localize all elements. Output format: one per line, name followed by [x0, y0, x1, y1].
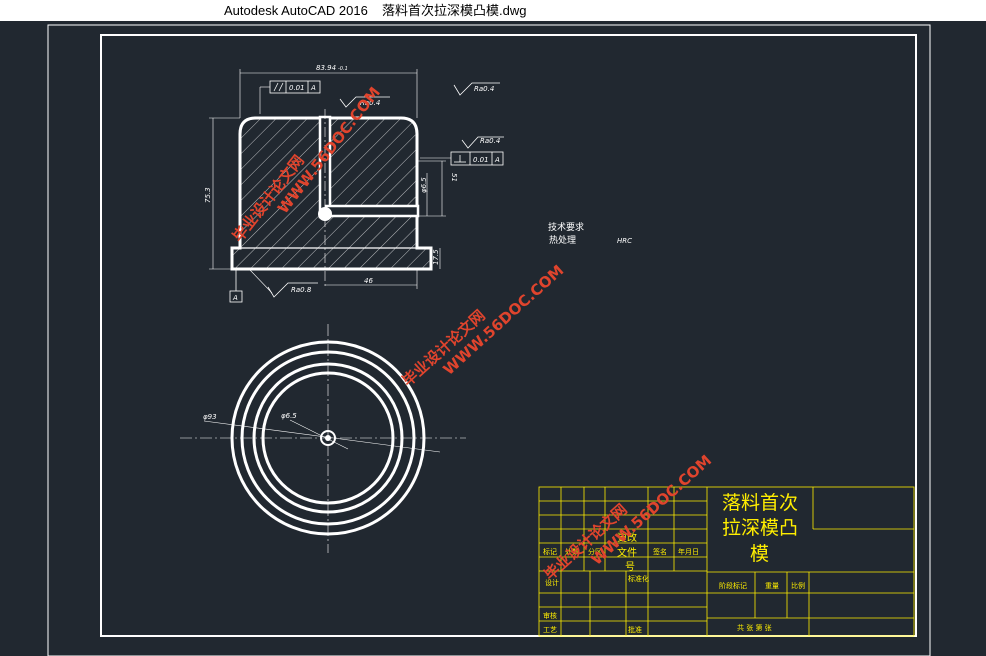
- tb-sheets: 共 张 第 张: [737, 623, 772, 632]
- svg-text:Ra0.4: Ra0.4: [474, 85, 494, 93]
- part-name-line3: 模: [750, 543, 769, 565]
- tb-stage-mark: 阶段标记: [719, 581, 747, 590]
- dim-left-height: 75.3: [204, 187, 212, 203]
- tb-col-sign: 签名: [653, 547, 667, 556]
- app-title: Autodesk AutoCAD 2016: [224, 3, 368, 18]
- punch-section-hatch: [232, 118, 431, 269]
- punch-section-outline: [230, 116, 433, 271]
- svg-text:A: A: [232, 294, 238, 302]
- dim-bottom-width: 46: [364, 277, 373, 285]
- outer-sheet-border: [47, 24, 931, 656]
- tb-row-standard: 标准化: [628, 574, 649, 583]
- svg-text:0.01: 0.01: [289, 84, 305, 92]
- tolerance-frame-1: 0.01 A: [259, 80, 321, 114]
- tb-row-check: 审核: [543, 611, 557, 620]
- tb-col-zone: 分区: [588, 547, 602, 556]
- svg-text:Ra0.8: Ra0.8: [291, 286, 312, 294]
- tb-col-date: 年月日: [678, 547, 699, 556]
- svg-text:A: A: [310, 84, 316, 92]
- svg-text:Ra0.4: Ra0.4: [480, 137, 500, 145]
- tb-col-docno-3: 号: [625, 561, 635, 573]
- svg-text:A: A: [494, 156, 500, 164]
- roughness-1: Ra0.4: [339, 96, 390, 108]
- plan-view: φ93 φ6.5: [180, 324, 466, 553]
- inner-frame-border: [100, 34, 917, 637]
- dim-top-width: 83.94: [316, 64, 336, 72]
- dim-outer-diameter: φ93: [203, 413, 217, 421]
- tb-col-mark: 标记: [543, 547, 557, 556]
- file-title: 落料首次拉深模凸模.dwg: [382, 3, 527, 18]
- part-name-line1: 落料首次: [722, 492, 798, 514]
- drawing-canvas[interactable]: 83.94 -0.1 75.3 51 φ6.5 17.5 46 0.01 A: [0, 21, 986, 656]
- watermark-2: 毕业设计论文网 WWW.56DOC.COM: [399, 261, 568, 390]
- roughness-2: Ra0.4: [453, 82, 500, 96]
- section-view: 83.94 -0.1 75.3 51 φ6.5 17.5 46 0.01 A: [204, 64, 504, 303]
- tb-scale: 比例: [791, 581, 805, 590]
- tolerance-frame-2: 0.01 A: [420, 151, 504, 166]
- tech-req-hardness: HRC: [617, 237, 632, 245]
- tb-row-approve: 批准: [628, 625, 642, 634]
- tb-col-docno-1: 更改: [617, 531, 637, 544]
- roughness-3: Ra0.4: [461, 136, 504, 149]
- tb-row-design: 设计: [545, 578, 559, 587]
- dim-center-hole: φ6.5: [281, 412, 297, 420]
- horizontal-vent-hole: [324, 204, 420, 218]
- dim-right-height: 51: [450, 173, 458, 182]
- dim-top-width-tol: -0.1: [338, 66, 348, 72]
- svg-text:0.01: 0.01: [473, 156, 489, 164]
- svg-text:WWW.56DOC.COM: WWW.56DOC.COM: [440, 261, 568, 378]
- tb-weight: 重量: [765, 582, 779, 590]
- dim-hole: φ6.5: [420, 177, 428, 193]
- tech-req-line: 热处理: [549, 234, 576, 246]
- title-bar: Autodesk AutoCAD 2016 落料首次拉深模凸模.dwg: [0, 0, 986, 21]
- dim-step: 17.5: [432, 249, 440, 265]
- roughness-4: Ra0.8: [249, 269, 318, 298]
- datum-a: A: [229, 270, 243, 303]
- title-block: [538, 486, 915, 637]
- tb-row-process: 工艺: [543, 626, 557, 634]
- tech-req-title: 技术要求: [548, 221, 584, 233]
- svg-text:Ra0.4: Ra0.4: [360, 99, 380, 107]
- part-name-line2: 拉深模凸: [722, 517, 798, 539]
- tb-col-docno-2: 文件: [617, 546, 637, 559]
- tb-col-count: 处数: [565, 547, 579, 556]
